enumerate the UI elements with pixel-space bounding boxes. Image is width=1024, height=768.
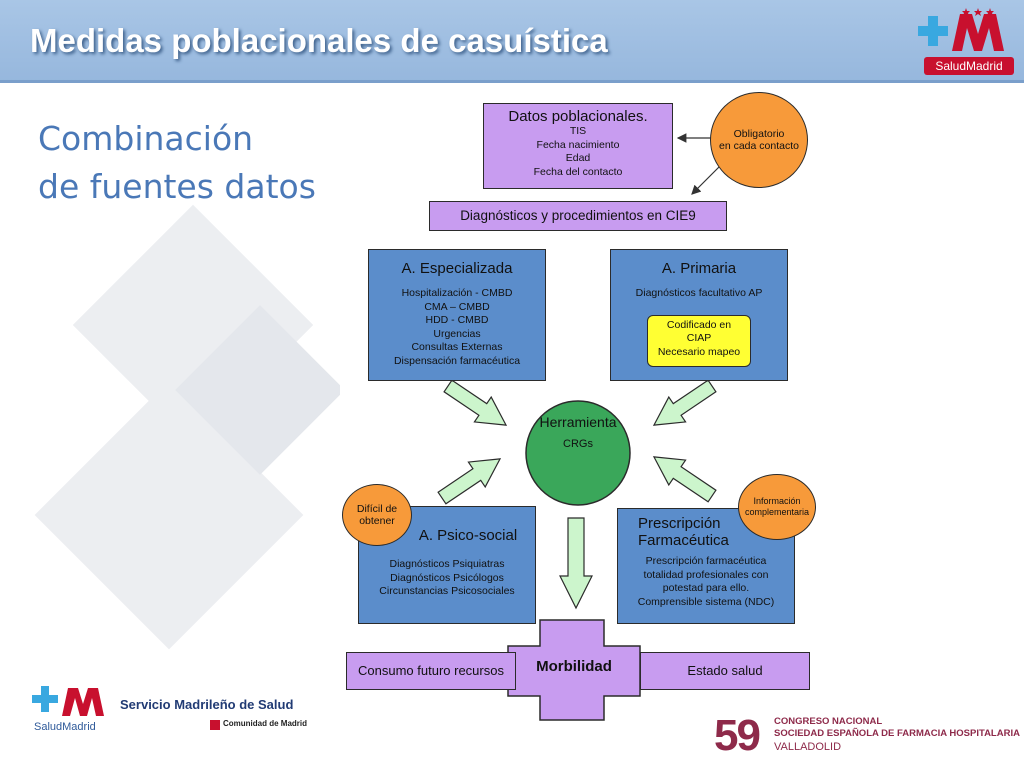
morbilidad-label: Morbilidad	[536, 658, 612, 675]
block-arrow-psicosocial	[437, 458, 502, 505]
psicosocial-item: Diagnósticos Psiquiatras	[389, 558, 505, 570]
especializada-item: Consultas Externas	[411, 341, 503, 353]
primaria-note-line: Necesario mapeo	[657, 345, 741, 358]
prescripcion-title: Prescripción	[638, 515, 721, 532]
block-arrow-morbilidad	[559, 517, 593, 610]
dificil-line: obtener	[359, 515, 395, 527]
arrow-obligatorio-to-cie9	[691, 165, 721, 195]
datos-poblacionales-title: Datos poblacionales.	[508, 108, 648, 125]
informacion-circle: Información complementaria	[738, 474, 816, 540]
prescripcion-item: totalidad profesionales con	[643, 568, 769, 581]
especializada-item: CMA – CMBD	[424, 300, 490, 313]
prescripcion-item: Prescripción farmacéutica	[645, 555, 767, 567]
especializada-item: Dispensación farmacéutica	[393, 354, 521, 367]
herramienta-circle	[525, 400, 631, 506]
especializada-item: HDD - CMBD	[425, 314, 489, 326]
psicosocial-item: Diagnósticos Psicólogos	[390, 571, 504, 584]
datos-item: Fecha del contacto	[533, 165, 623, 178]
datos-item: Edad	[565, 152, 591, 164]
diagnosticos-cie9-label: Diagnósticos y procedimientos en CIE9	[460, 208, 696, 223]
subtitle-line: de fuentes datos	[38, 167, 316, 206]
herramienta-sub: CRGs	[563, 438, 593, 450]
especializada-title: A. Especializada	[401, 260, 513, 277]
comunidad-madrid-flag-icon	[210, 720, 220, 730]
footer-org-name: Servicio Madrileño de Salud	[120, 697, 294, 712]
primaria-item: Diagnósticos facultativo AP	[635, 287, 763, 299]
congress-name: CONGRESO NACIONAL SOCIEDAD ESPAÑOLA DE F…	[774, 716, 1020, 740]
psicosocial-item: Circunstancias Psicosociales	[379, 585, 515, 597]
slide-title: Medidas poblacionales de casuística	[30, 22, 608, 59]
herramienta-label-group: Herramienta CRGs	[526, 414, 630, 450]
header-divider	[0, 80, 1024, 83]
prescripcion-title: Farmacéutica	[638, 532, 729, 549]
obligatorio-line: en cada contacto	[719, 140, 799, 152]
diagnosticos-cie9-box: Diagnósticos y procedimientos en CIE9	[429, 201, 727, 231]
subtitle-line: Combinación	[38, 119, 254, 158]
prescripcion-item: potestad para ello.	[662, 582, 750, 594]
prescripcion-item: Comprensible sistema (NDC)	[637, 595, 775, 608]
dificil-line: Difícil de	[356, 503, 398, 515]
informacion-line: Información	[753, 496, 801, 506]
datos-item: TIS	[569, 125, 587, 137]
obligatorio-circle: Obligatorio en cada contacto	[710, 92, 808, 188]
subtitle-text: Combinación de fuentes datos	[38, 115, 316, 211]
prescripcion-box: Prescripción Farmacéutica Prescripción f…	[617, 508, 795, 624]
block-arrow-especializada	[443, 379, 508, 426]
especializada-item: Urgencias	[433, 327, 481, 340]
datos-poblacionales-box: Datos poblacionales. TIS Fecha nacimient…	[483, 103, 673, 189]
footer-comunidad: Comunidad de Madrid	[223, 719, 307, 728]
datos-item: Fecha nacimiento	[536, 138, 620, 151]
salud-madrid-logo-icon	[918, 8, 1004, 51]
header-bar	[0, 0, 1024, 82]
block-arrow-prescripcion	[652, 456, 717, 503]
congress-number: 59	[714, 711, 761, 760]
dificil-circle: Difícil de obtener	[342, 484, 412, 546]
estado-salud-label: Estado salud	[687, 663, 763, 678]
salud-madrid-footer-logo-icon: SaludMadrid	[32, 686, 104, 733]
diagram-panel: Datos poblacionales. TIS Fecha nacimient…	[340, 88, 820, 724]
primaria-note-line: Codificado en	[666, 318, 732, 331]
primaria-note-line: CIAP	[686, 332, 712, 344]
especializada-item: Hospitalización - CMBD	[401, 287, 513, 299]
congress-city: VALLADOLID	[774, 741, 842, 753]
salud-madrid-logo-label: SaludMadrid	[924, 57, 1014, 75]
congress-line: CONGRESO NACIONAL	[774, 716, 883, 727]
morbilidad-label-wrap: Morbilidad	[508, 658, 640, 676]
consumo-label: Consumo futuro recursos	[358, 663, 504, 678]
congress-line: SOCIEDAD ESPAÑOLA DE FARMACIA HOSPITALAR…	[774, 728, 1020, 739]
morbilidad-cross	[507, 619, 641, 721]
block-arrow-primaria	[652, 379, 717, 426]
primaria-title: A. Primaria	[661, 260, 737, 277]
diagram-connectors	[437, 133, 721, 721]
especializada-box: A. Especializada Hospitalización - CMBD …	[368, 249, 546, 381]
primaria-note-box: Codificado en CIAP Necesario mapeo	[647, 314, 751, 367]
informacion-line: complementaria	[744, 507, 810, 517]
primaria-box: A. Primaria Diagnósticos facultativo AP …	[610, 249, 788, 381]
obligatorio-line: Obligatorio	[733, 128, 785, 140]
psicosocial-title: A. Psico-social	[418, 527, 518, 544]
footer-logo-text: SaludMadrid	[34, 721, 96, 733]
herramienta-title: Herramienta	[539, 414, 617, 430]
estado-salud-box: Estado salud	[640, 652, 810, 690]
consumo-box: Consumo futuro recursos	[346, 652, 516, 690]
